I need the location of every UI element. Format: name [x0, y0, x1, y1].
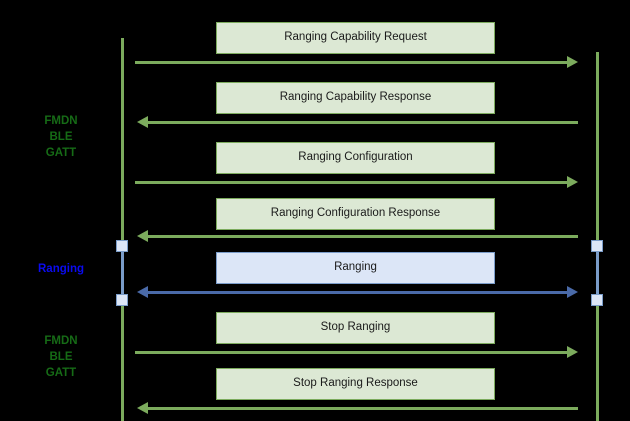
activation-box-right-start	[591, 240, 603, 252]
message-arrow-shaft	[148, 291, 568, 294]
phase-label-fmdn-ble-gatt-bottom: FMDN BLE GATT	[16, 333, 106, 381]
phase-label-line: FMDN	[44, 335, 78, 347]
arrowhead-left-icon	[137, 230, 148, 242]
phase-label-fmdn-ble-gatt-top: FMDN BLE GATT	[16, 113, 106, 161]
message-arrow-shaft	[148, 235, 578, 238]
message-box-ranging-configuration: Ranging Configuration	[216, 142, 495, 174]
message-label: Stop Ranging	[320, 321, 391, 334]
message-label: Ranging Configuration Response	[270, 207, 441, 220]
message-box-stop-ranging: Stop Ranging	[216, 312, 495, 344]
arrowhead-right-icon	[567, 56, 578, 68]
activation-bar-left	[121, 246, 124, 300]
arrowhead-right-icon	[567, 176, 578, 188]
message-label: Ranging	[334, 261, 377, 274]
message-box-ranging-capability-request: Ranging Capability Request	[216, 22, 495, 54]
phase-label-line: BLE	[49, 351, 73, 363]
message-label: Ranging Configuration	[298, 151, 413, 164]
message-arrow-shaft	[135, 351, 568, 354]
phase-label-ranging: Ranging	[16, 261, 106, 277]
message-box-ranging-configuration-response: Ranging Configuration Response	[216, 198, 495, 230]
message-arrow-shaft	[135, 61, 568, 64]
phase-label-line: GATT	[45, 367, 77, 379]
activation-bar-right	[596, 246, 599, 300]
message-label: Ranging Capability Request	[284, 31, 427, 44]
message-label: Stop Ranging Response	[293, 377, 418, 390]
arrowhead-right-icon	[567, 286, 578, 298]
right-lifeline	[596, 52, 599, 421]
arrowhead-left-icon	[137, 402, 148, 414]
phase-label-line: GATT	[45, 147, 77, 159]
arrowhead-left-icon	[137, 116, 148, 128]
left-lifeline	[121, 38, 124, 421]
phase-label-line: FMDN	[44, 115, 78, 127]
message-box-stop-ranging-response: Stop Ranging Response	[216, 368, 495, 400]
message-box-ranging: Ranging	[216, 252, 495, 284]
message-label: Ranging Capability Response	[279, 91, 432, 104]
activation-box-left-start	[116, 240, 128, 252]
activation-box-left-end	[116, 294, 128, 306]
message-arrow-shaft	[148, 121, 578, 124]
phase-label-line: Ranging	[38, 263, 84, 275]
phase-label-line: BLE	[49, 131, 73, 143]
arrowhead-right-icon	[567, 346, 578, 358]
message-box-ranging-capability-response: Ranging Capability Response	[216, 82, 495, 114]
message-arrow-shaft	[135, 181, 568, 184]
message-arrow-shaft	[148, 407, 578, 410]
activation-box-right-end	[591, 294, 603, 306]
arrowhead-left-icon	[137, 286, 148, 298]
